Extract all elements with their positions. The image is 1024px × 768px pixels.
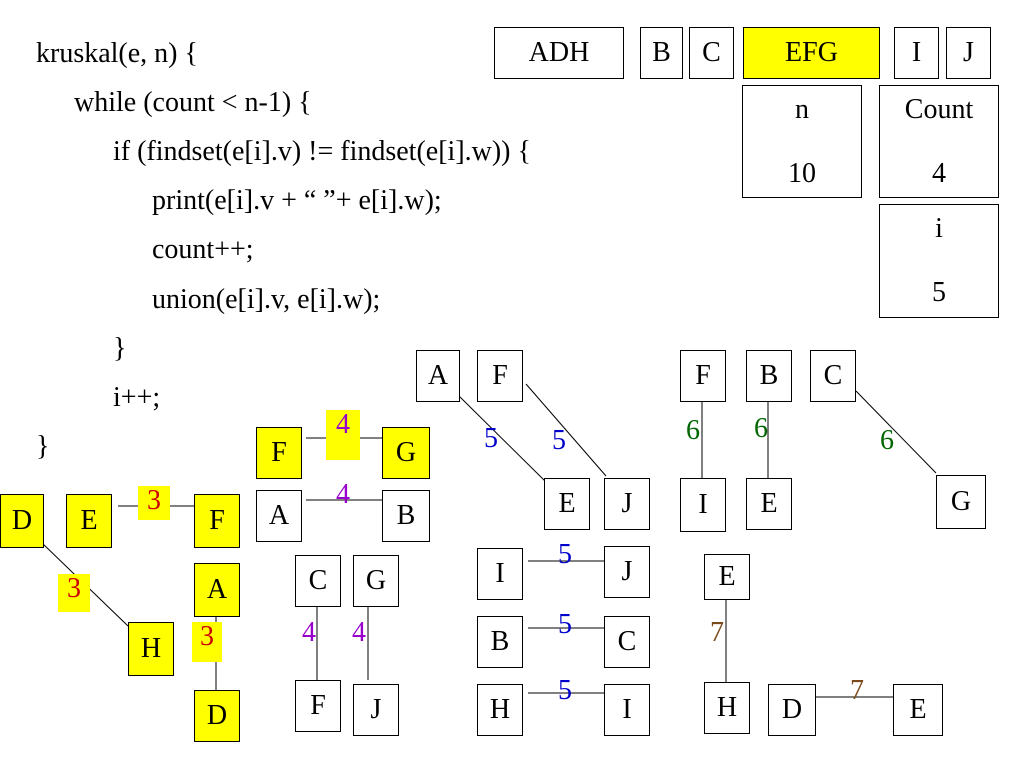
code-line-2: while (count < n-1) {	[74, 87, 312, 118]
node-g: G	[382, 427, 430, 479]
set-adh: ADH	[494, 27, 624, 79]
set-i: I	[894, 27, 939, 79]
node-c: C	[604, 616, 650, 668]
weight-label-c-f: 4	[302, 617, 316, 648]
node-e: E	[544, 478, 590, 530]
weight-label-a-b: 4	[336, 479, 350, 510]
node-i: I	[680, 478, 726, 532]
weight-label-i-j: 5	[558, 539, 572, 570]
node-b: B	[382, 490, 430, 542]
node-i: I	[477, 548, 523, 600]
node-g: G	[936, 475, 986, 529]
node-f: F	[680, 350, 726, 402]
weight-label-f-g: 4	[326, 410, 360, 460]
weight-label-d-h: 3	[58, 574, 90, 612]
code-line-7: }	[113, 333, 127, 364]
node-j: J	[604, 478, 650, 530]
weight-label-f-j: 5	[552, 425, 566, 456]
variable-count-value: 4	[932, 158, 946, 189]
node-i: I	[604, 684, 650, 736]
set-efg: EFG	[743, 27, 880, 79]
set-c: C	[689, 27, 734, 79]
node-b: B	[746, 350, 792, 402]
weight-label-b-c: 5	[558, 609, 572, 640]
node-a: A	[194, 563, 240, 617]
weight-label-a-e: 5	[484, 423, 498, 454]
weight-label-e-h: 7	[710, 617, 724, 648]
set-j: J	[946, 27, 991, 79]
node-a: A	[256, 490, 302, 542]
node-c: C	[810, 350, 856, 402]
code-line-3: if (findset(e[i].v) != findset(e[i].w)) …	[113, 136, 531, 167]
node-f: F	[256, 427, 302, 479]
weight-label-f-i: 6	[686, 415, 700, 446]
set-b: B	[640, 27, 683, 79]
code-line-9: }	[36, 431, 50, 462]
node-g: G	[353, 555, 399, 607]
node-b: B	[477, 616, 523, 668]
node-h: H	[477, 684, 523, 736]
node-e: E	[66, 494, 112, 548]
variable-i: i 5	[879, 204, 999, 318]
edge-c-g-6	[855, 390, 937, 474]
node-c: C	[295, 555, 341, 607]
variable-i-name: i	[935, 213, 943, 244]
weight-label-a-d: 3	[192, 622, 222, 662]
variable-n: n 10	[742, 85, 862, 198]
node-d: D	[194, 690, 240, 742]
code-line-6: union(e[i].v, e[i].w);	[152, 284, 381, 315]
node-d: D	[0, 494, 44, 548]
node-h: H	[128, 622, 174, 676]
variable-i-value: 5	[932, 277, 946, 308]
node-f: F	[477, 350, 523, 402]
variable-n-name: n	[795, 94, 809, 125]
variable-n-value: 10	[788, 158, 816, 189]
code-line-1: kruskal(e, n) {	[36, 38, 198, 69]
node-j: J	[353, 684, 399, 736]
variable-count: Count 4	[879, 85, 999, 198]
variable-count-name: Count	[904, 94, 974, 125]
weight-label-h-i: 5	[558, 675, 572, 706]
weight-label-b-e: 6	[754, 413, 768, 444]
weight-label-c-g: 6	[880, 425, 894, 456]
node-f: F	[295, 680, 341, 732]
node-j: J	[604, 546, 650, 598]
edge-f-j-5	[525, 383, 607, 477]
node-a: A	[416, 350, 460, 402]
weight-label-g-j: 4	[352, 617, 366, 648]
code-line-4: print(e[i].v + “ ”+ e[i].w);	[152, 185, 442, 216]
node-e: E	[704, 554, 750, 600]
node-h: H	[704, 682, 750, 734]
node-d: D	[768, 684, 816, 736]
node-e: E	[746, 478, 792, 530]
code-line-5: count++;	[152, 234, 254, 265]
edge-a-e-5	[458, 395, 547, 483]
node-e: E	[893, 684, 943, 736]
weight-label-d-e: 7	[850, 675, 864, 706]
node-f: F	[194, 494, 240, 548]
code-line-8: i++;	[113, 382, 161, 413]
weight-label-e-f: 3	[138, 486, 170, 520]
